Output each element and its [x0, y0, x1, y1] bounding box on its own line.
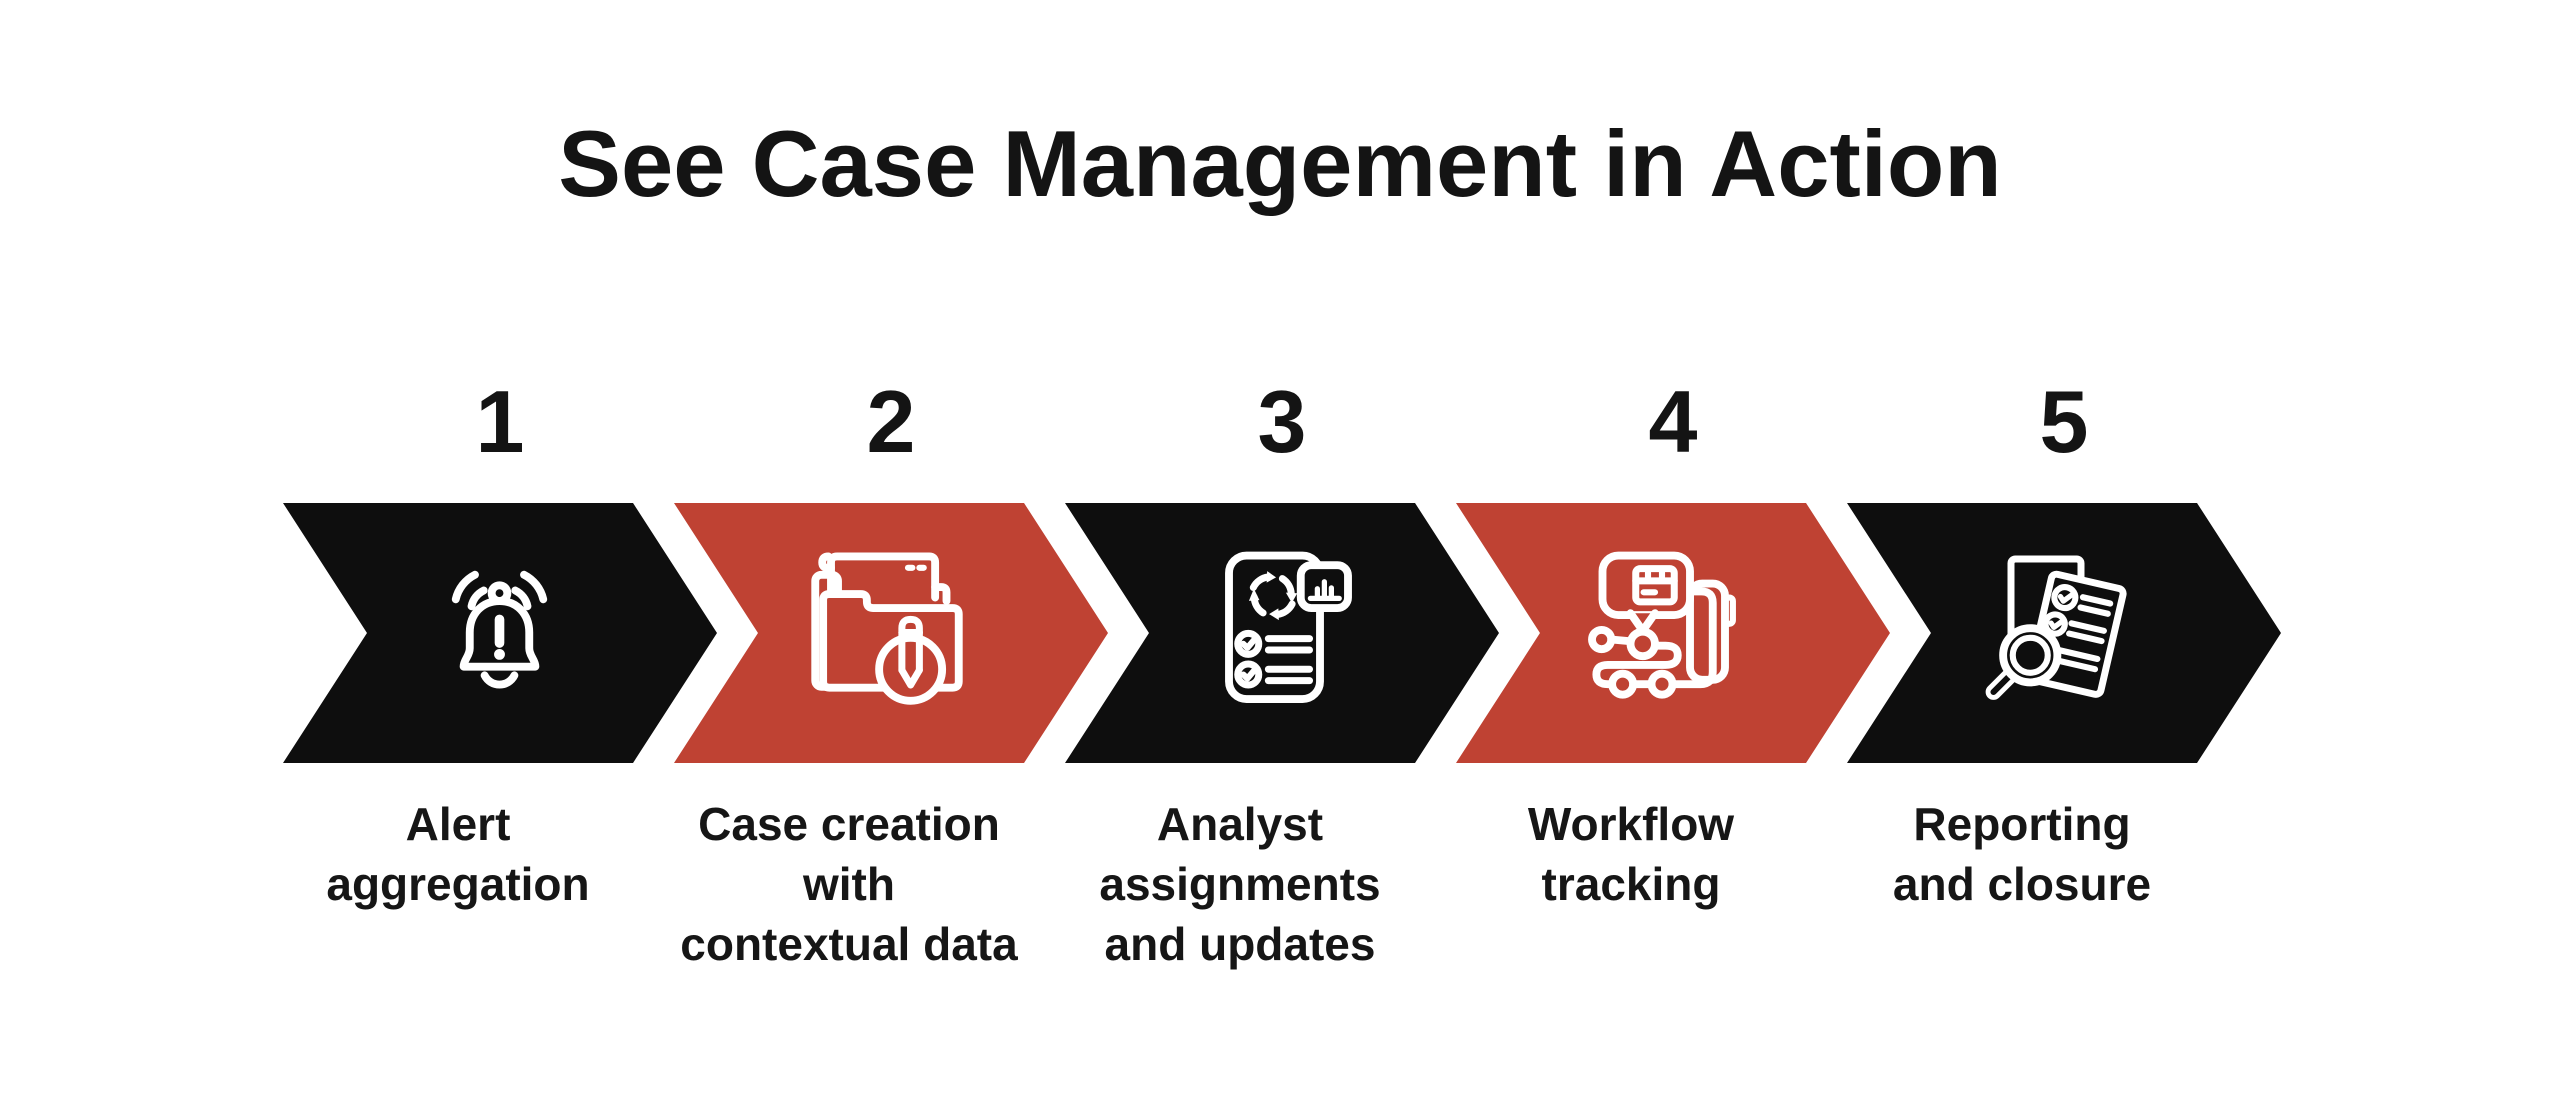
step-3: 3 — [1065, 0, 1499, 1101]
alarm-bell-icon — [451, 570, 548, 689]
workflow-automation-icon — [1588, 551, 1736, 699]
step-label: Case creation with contextual data — [680, 798, 1018, 970]
step-label: Workflow tracking — [1527, 798, 1735, 910]
chevron-arrow — [1456, 503, 1890, 763]
checklist-document-icon — [1225, 551, 1352, 703]
step-label: Analyst assignments and updates — [1099, 798, 1381, 970]
step-2: 2 Case crea — [674, 0, 1108, 1101]
step-number: 4 — [1648, 372, 1698, 471]
step-1: 1 Alert aggregation — [283, 0, 717, 1101]
case-folder-pencil-icon — [811, 552, 963, 705]
step-5: 5 — [1847, 0, 2281, 1101]
step-number: 3 — [1257, 372, 1307, 471]
chevron-arrow — [674, 503, 1108, 763]
chevron-arrow — [283, 503, 717, 763]
step-number: 2 — [866, 372, 916, 471]
step-4: 4 — [1456, 0, 1890, 1101]
step-number: 5 — [2039, 372, 2089, 471]
step-label: Reporting and closure — [1892, 798, 2152, 910]
step-label: Alert aggregation — [326, 798, 590, 910]
report-search-icon — [1985, 555, 2127, 700]
page-title: See Case Management in Action — [558, 111, 2002, 216]
chevron-arrow — [1065, 503, 1499, 763]
step-number: 1 — [475, 372, 525, 471]
chevron-arrow — [1847, 503, 2281, 763]
